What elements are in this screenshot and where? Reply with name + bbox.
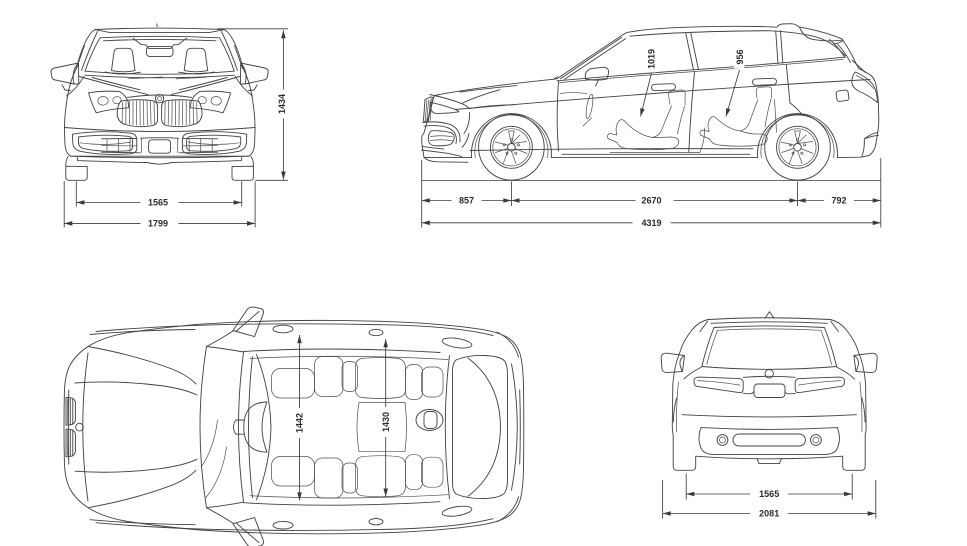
svg-text:956: 956 [735, 49, 745, 64]
svg-text:1442: 1442 [295, 413, 305, 433]
svg-text:1799: 1799 [148, 219, 168, 229]
svg-text:2670: 2670 [641, 196, 661, 206]
svg-text:1019: 1019 [646, 49, 656, 69]
svg-text:1565: 1565 [759, 489, 779, 499]
svg-text:1434: 1434 [277, 94, 287, 114]
svg-text:857: 857 [459, 196, 474, 206]
svg-text:4319: 4319 [641, 218, 661, 228]
svg-text:792: 792 [831, 196, 846, 206]
svg-text:2081: 2081 [759, 509, 779, 519]
svg-text:1430: 1430 [381, 412, 391, 432]
svg-text:1565: 1565 [148, 198, 168, 208]
